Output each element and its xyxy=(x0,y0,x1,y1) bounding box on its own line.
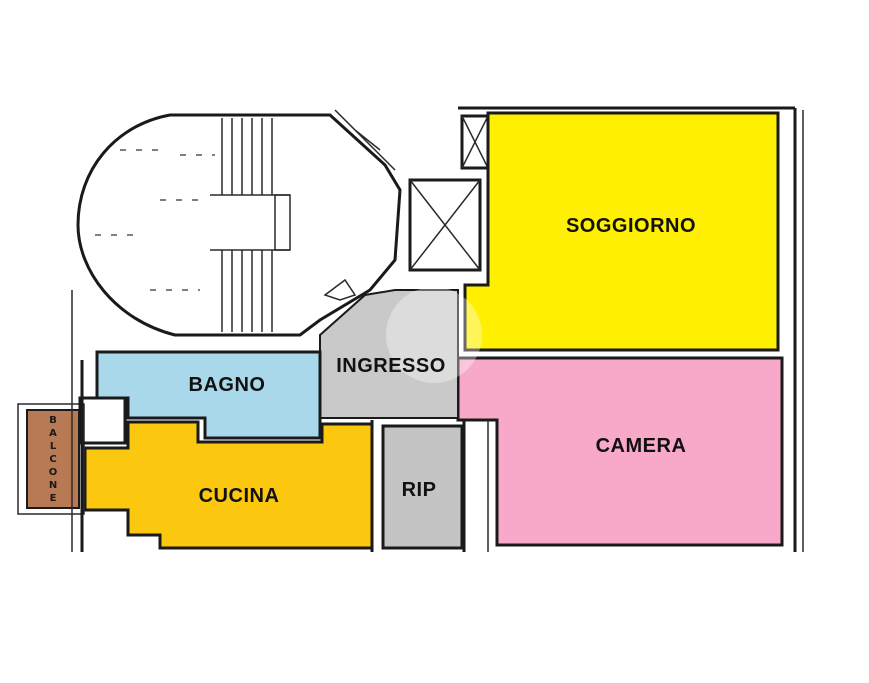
label-camera: CAMERA xyxy=(596,435,687,457)
balcone-letter: O xyxy=(49,467,58,478)
label-balcone: B A L C O N E xyxy=(49,415,58,504)
label-bagno: BAGNO xyxy=(189,374,266,396)
room-soggiorno xyxy=(463,111,780,352)
balcone-letter: N xyxy=(49,480,57,491)
room-balcone xyxy=(26,409,80,509)
room-cucina xyxy=(83,420,374,550)
lift-shaft xyxy=(408,114,490,272)
balcone-letter: L xyxy=(50,441,57,452)
balcone-letter: B xyxy=(49,415,57,426)
stair-treads-lower xyxy=(210,249,290,332)
label-soggiorno: SOGGIORNO xyxy=(566,215,696,237)
balcone-letter: A xyxy=(49,428,57,439)
room-camera xyxy=(456,356,784,547)
label-cucina: CUCINA xyxy=(199,485,280,507)
label-ingresso: INGRESSO xyxy=(336,355,446,377)
stair-treads-upper xyxy=(210,118,290,196)
watermark-logo xyxy=(386,287,482,383)
outer-walls xyxy=(71,106,804,552)
staircase xyxy=(76,109,402,337)
room-rip xyxy=(381,424,464,550)
balcone-letter: C xyxy=(49,454,56,465)
label-rip: RIP xyxy=(402,479,437,501)
balcone-letter: E xyxy=(50,493,57,504)
